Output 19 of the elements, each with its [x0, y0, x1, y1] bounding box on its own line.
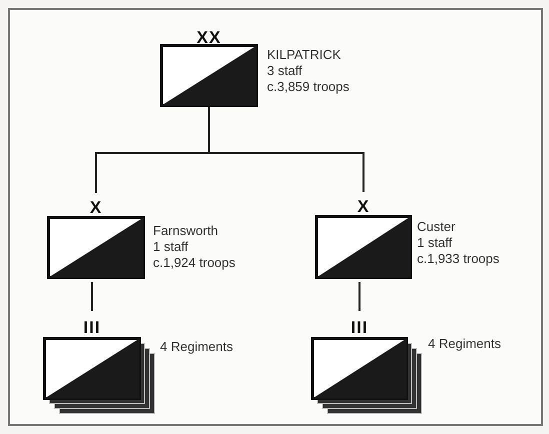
- unit-label: 4 Regiments: [160, 339, 233, 355]
- unit-size-mark: III: [350, 317, 370, 337]
- connector-line: [208, 107, 364, 192]
- unit-size-mark: X: [356, 196, 371, 215]
- unit-size-mark: X: [88, 197, 104, 216]
- unit-label: Custer: [417, 219, 456, 235]
- unit-label: c.3,859 troops: [267, 79, 350, 95]
- unit-size-mark: XX: [196, 27, 222, 44]
- connector-line: [358, 282, 360, 311]
- unit-label: c.1,933 troops: [417, 251, 500, 267]
- unit-label: 4 Regiments: [428, 336, 501, 352]
- unit-label: 3 staff: [267, 63, 304, 79]
- unit-label: c.1,924 troops: [153, 255, 236, 271]
- unit-label: 1 staff: [417, 235, 454, 251]
- unit-label: Farnsworth: [153, 223, 220, 239]
- unit-size-mark: III: [82, 317, 102, 337]
- unit-label: KILPATRICK: [267, 47, 342, 63]
- unit-label: 1 staff: [153, 239, 190, 255]
- connector-line: [91, 282, 93, 311]
